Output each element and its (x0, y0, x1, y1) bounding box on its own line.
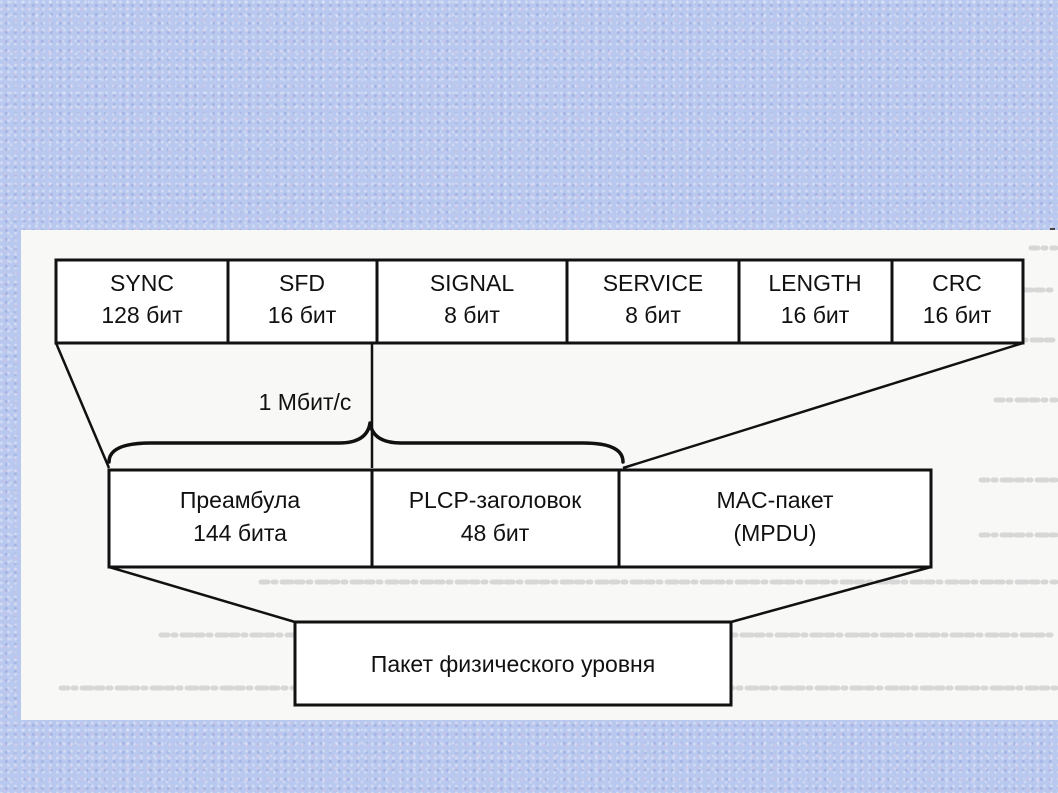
header-field-length-size: 16 бит (781, 302, 850, 328)
curly-brace (107, 421, 625, 464)
header-field-signal-name: SIGNAL (430, 270, 515, 296)
header-field-sfd-size: 16 бит (268, 302, 337, 328)
header-field-crc-size: 16 бит (923, 302, 992, 328)
header-field-service: SERVICE 8 бит (565, 258, 741, 345)
header-field-sfd-name: SFD (279, 270, 325, 296)
packet-part-mac-box (617, 468, 933, 569)
packet-part-plcp-header-line1: PLCP-заголовок (409, 487, 582, 513)
header-field-length: LENGTH 16 бит (737, 258, 894, 345)
rate-label: 1 Мбит/с (259, 389, 352, 415)
slide-image-panel: SYNC 128 бит SFD 16 бит SIGNAL 8 бит SER… (21, 230, 1058, 720)
packet-part-preamble-box (107, 468, 374, 569)
packet-part-preamble-line1: Преамбула (180, 487, 301, 513)
header-field-service-size: 8 бит (625, 302, 681, 328)
header-field-length-name: LENGTH (768, 270, 861, 296)
header-field-crc-name: CRC (932, 270, 982, 296)
packet-part-plcp-header-line2: 48 бит (461, 520, 530, 546)
header-field-crc-box (890, 258, 1025, 345)
header-field-signal: SIGNAL 8 бит (375, 258, 569, 345)
header-field-sync-name: SYNC (110, 270, 174, 296)
connector-line-preamble-left (108, 565, 296, 624)
header-field-service-name: SERVICE (603, 270, 704, 296)
header-field-length-box (737, 258, 894, 345)
header-field-signal-size: 8 бит (444, 302, 500, 328)
header-field-sfd: SFD 16 бит (226, 258, 379, 345)
header-field-crc: CRC 16 бит (890, 258, 1025, 345)
packet-part-preamble: Преамбула 144 бита (107, 468, 374, 569)
header-field-signal-box (375, 258, 569, 345)
packet-part-mac-line2: (MPDU) (733, 520, 816, 546)
packet-part-preamble-line2: 144 бита (193, 520, 287, 546)
header-field-service-box (565, 258, 741, 345)
connector-line-mac-right (730, 565, 932, 624)
packet-part-plcp-header-box (370, 468, 621, 569)
physical-packet-box (293, 620, 733, 707)
header-field-sync: SYNC 128 бит (54, 258, 230, 345)
connector-line-sync-left (54, 342, 111, 469)
dash-mark (1050, 228, 1055, 230)
header-field-sync-size: 128 бит (101, 302, 183, 328)
packet-part-plcp-header: PLCP-заголовок 48 бит (370, 468, 621, 569)
packet-part-mac: MAC-пакет (MPDU) (617, 468, 933, 569)
plcp-frame-diagram: SYNC 128 бит SFD 16 бит SIGNAL 8 бит SER… (54, 258, 1025, 707)
header-field-sfd-box (226, 258, 379, 345)
physical-packet-label: Пакет физического уровня (371, 651, 655, 677)
connector-line-crc-right (622, 341, 1024, 470)
packet-part-mac-line1: MAC-пакет (717, 487, 834, 513)
physical-packet: Пакет физического уровня (293, 620, 733, 707)
